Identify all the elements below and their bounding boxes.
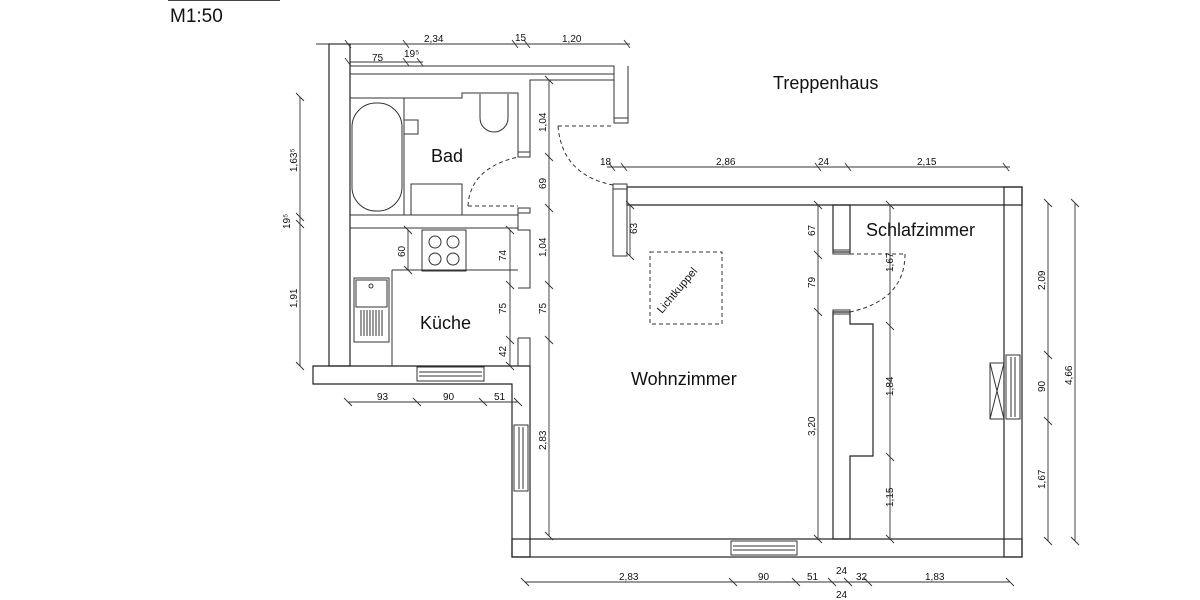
room-label-bad: Bad (431, 146, 463, 166)
dim-kitchen-bottom-b: 90 (443, 392, 455, 403)
scale-label: M1:50 (170, 6, 223, 27)
dim-bottom-g: 24 (836, 590, 848, 600)
scale-rule (168, 0, 280, 1)
dim-corridor-b: 69 (538, 177, 549, 189)
dim-corridor-e: 2,83 (538, 430, 549, 450)
dim-right-total: 4,66 (1064, 365, 1075, 385)
dim-bedroom-c: 1,15 (885, 487, 896, 507)
dim-bedroom-b: 1,84 (885, 376, 896, 396)
dim-living-d: 3,20 (807, 416, 818, 436)
dim-top-right-c: 24 (818, 157, 830, 168)
bathtub (351, 102, 403, 212)
dim-top-right-b: 2,86 (716, 157, 736, 168)
dim-top-b: 19⁵ (404, 49, 419, 60)
dim-left-b: 19⁵ (282, 214, 293, 229)
dim-bottom-d: 24 (836, 566, 848, 577)
dimension-ticks (295, 39, 1080, 587)
radiator (989, 362, 1005, 420)
room-label-wohnzimmer: Wohnzimmer (631, 369, 737, 389)
room-label-treppenhaus: Treppenhaus (773, 73, 878, 93)
toilet (479, 94, 509, 133)
sink (353, 277, 390, 343)
dim-left-c: 1,91 (289, 288, 300, 308)
dim-right-c: 1,67 (1037, 469, 1048, 489)
dim-top-d: 1,20 (562, 34, 582, 45)
dim-kitchen-b: 74 (498, 249, 509, 261)
skylight (649, 251, 723, 325)
dim-kitchen-a: 60 (397, 245, 408, 257)
dim-corridor-a: 1,04 (538, 112, 549, 132)
washing-machine (410, 183, 463, 216)
dimension-labels: 2,34 75 19⁵ 15 1,20 1,63⁵ 19⁵ 1,91 1,04 … (282, 33, 1075, 600)
dim-living-b: 67 (807, 224, 818, 236)
stove (421, 229, 467, 272)
dim-kitchen-bottom-c: 51 (494, 392, 506, 403)
dim-top-right-a: 18 (600, 157, 612, 168)
dim-kitchen-bottom-a: 93 (377, 392, 389, 403)
dim-left-a: 1,63⁵ (289, 148, 300, 172)
room-label-kueche: Küche (420, 313, 471, 333)
dim-top-right-d: 2,15 (917, 157, 937, 168)
dim-bottom-e: 32 (856, 572, 868, 583)
windows (416, 354, 1021, 556)
burner (428, 235, 442, 249)
dim-top-total: 2,34 (424, 34, 444, 45)
room-labels: Treppenhaus Bad Küche Wohnzimmer Schlafz… (420, 73, 975, 389)
dim-top-c: 15 (515, 33, 527, 44)
room-label-schlafzimmer: Schlafzimmer (866, 220, 975, 240)
burner (446, 235, 460, 249)
dim-bottom-f: 1,83 (925, 572, 945, 583)
doors (467, 125, 906, 313)
burner (428, 252, 442, 266)
burner (446, 252, 460, 266)
fixtures (351, 94, 1005, 420)
dim-living-c: 79 (807, 276, 818, 288)
dim-corridor-d: 75 (538, 302, 549, 314)
dim-bottom-a: 2,83 (619, 572, 639, 583)
partitions (350, 65, 851, 366)
washbasin (403, 119, 419, 135)
dimension-lines (299, 43, 1076, 583)
dim-top-a: 75 (372, 53, 384, 64)
dim-bedroom-a: 1,67 (885, 252, 896, 272)
dim-right-a: 2,09 (1037, 270, 1048, 290)
dim-living-a: 63 (629, 222, 640, 234)
dim-right-b: 90 (1037, 380, 1048, 392)
dim-corridor-c: 1,04 (538, 237, 549, 257)
dim-bottom-c: 51 (807, 572, 819, 583)
dim-bottom-b: 90 (758, 572, 770, 583)
skylight-label: Lichtkuppel (655, 266, 700, 316)
dim-kitchen-c: 75 (498, 302, 509, 314)
dim-kitchen-d: 42 (498, 345, 509, 357)
